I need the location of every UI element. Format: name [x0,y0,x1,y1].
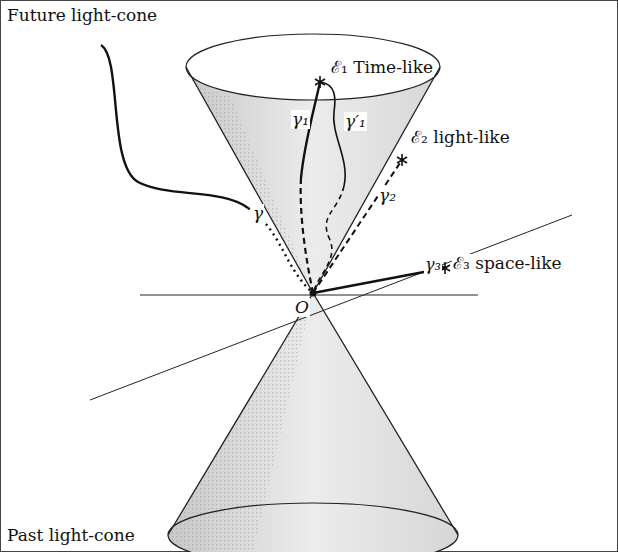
future-cone-fill [186,67,440,293]
future-cone-rim [186,34,440,100]
worldline-gamma [101,45,248,208]
past-cone-rim [168,503,458,552]
event-star [315,76,450,274]
cone-label: Past light-cone [6,526,136,545]
past-cone-fill [168,293,458,552]
past-cone-stipple [168,293,313,552]
worldline-gamma1 [301,82,320,178]
event-label: ℰ₁ Time-like [330,58,434,77]
worldline-gamma1 [301,178,313,293]
worldline-gamma1-prime [313,186,344,293]
origin-label: O [294,298,310,317]
curve-label: γ₂ [378,186,397,205]
null-line-gamma2 [313,160,402,293]
future-cone-edge [186,67,440,293]
event-label: ℰ₂ light-like [410,128,511,147]
worldline-gamma1-prime [320,82,345,186]
cone-label: Future light-cone [6,6,158,25]
curve-label: γ′₁ [344,112,367,131]
curve-label: γ [252,204,264,223]
event-label: ℰ₃ space-like [452,254,563,273]
space-axis [140,295,478,296]
space-axis [90,215,572,400]
curve-label: γ₁ [291,110,310,129]
past-cone-edge [168,293,458,535]
curve-label: γ₃ [424,256,442,274]
origin-dot [310,290,317,297]
